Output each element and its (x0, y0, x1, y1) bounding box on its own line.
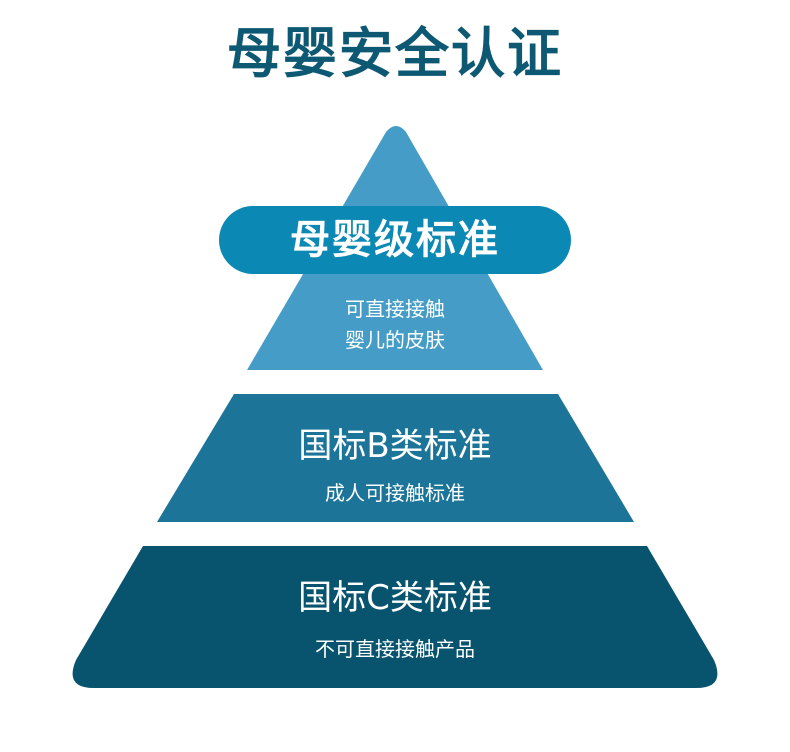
tier-bottom-heading: 国标C类标准 (298, 578, 492, 618)
page-title: 母婴安全认证 (227, 22, 563, 85)
tier-bottom-desc: 不可直接接触产品 (315, 637, 475, 661)
tier-middle-desc: 成人可接触标准 (325, 481, 465, 505)
tier-middle-heading: 国标B类标准 (298, 426, 492, 466)
pyramid-middle-tier (157, 394, 634, 522)
tier-top-desc-line2: 婴儿的皮肤 (345, 328, 445, 352)
tier-top-badge: 母婴级标准 (219, 206, 571, 274)
tier-top-desc-line1: 可直接接触 (345, 297, 445, 321)
pyramid-bottom-tier (72, 546, 718, 688)
